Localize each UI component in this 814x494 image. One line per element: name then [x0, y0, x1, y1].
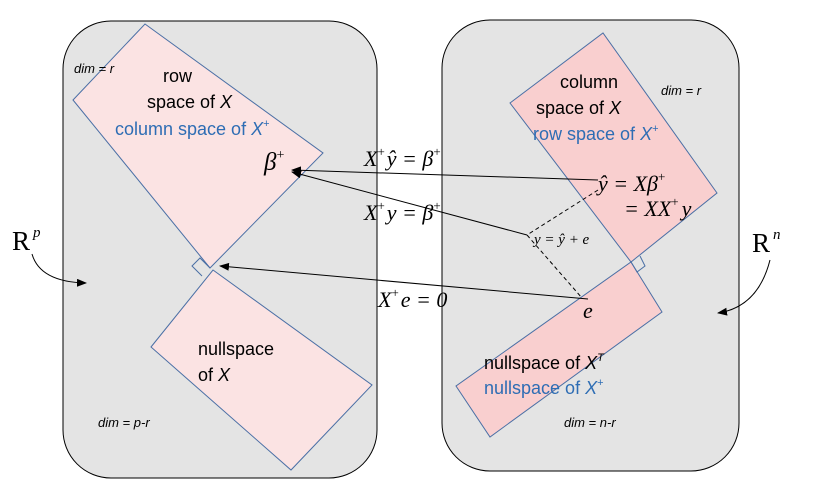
- right-space-pointer-arrow: [717, 259, 771, 316]
- left-right-angle-marker: [191, 257, 211, 277]
- column-space-region: [509, 32, 718, 263]
- left-dim-row-label: dim = r: [74, 61, 115, 76]
- arrow-yhat-to-beta: [291, 166, 599, 181]
- row-space-of-xplus-label: row space of X+: [533, 123, 659, 144]
- left-nullspace-label-line2: of X: [198, 365, 231, 385]
- right-right-angle-marker: [630, 255, 646, 273]
- mapping-xplus-yhat-eq: X+ŷ = β+: [363, 144, 441, 171]
- column-space-of-xplus-label: column space of X+: [115, 118, 270, 139]
- beta-plus-label: β+: [263, 148, 284, 176]
- column-space-label-line2: space of X: [536, 98, 622, 118]
- right-dim-null-label: dim = n-r: [564, 415, 616, 430]
- nullspace-of-xplus-label: nullspace of X+: [484, 377, 604, 398]
- dashed-yhat-to-y: [526, 189, 599, 236]
- nullspace-of-xt-label: nullspace of XT: [484, 352, 605, 373]
- right-dim-col-label: dim = r: [661, 83, 702, 98]
- y-decomposition-label: y = ŷ + e: [532, 232, 590, 248]
- right-nullspace-region: [455, 261, 663, 438]
- mapping-xplus-e-eq: X+e = 0: [377, 285, 447, 312]
- e-point-label: e: [583, 298, 593, 323]
- yhat-equation-line1: ŷ = Xβ+: [596, 169, 665, 196]
- row-space-label-line2: space of X: [147, 92, 233, 112]
- arrow-e-to-zero: [219, 262, 589, 300]
- row-space-region: [72, 23, 324, 269]
- mapping-xplus-y-eq: X+y = β+: [363, 198, 441, 225]
- left-nullspace-region: [150, 269, 373, 471]
- left-space-pointer-arrow: [31, 253, 87, 287]
- left-dim-null-label: dim = p-r: [98, 415, 150, 430]
- arrow-y-to-beta: [291, 170, 528, 236]
- row-space-label-line1: row: [163, 66, 193, 86]
- left-nullspace-label-line1: nullspace: [198, 339, 274, 359]
- yhat-equation-line2: = XX+y: [624, 194, 692, 221]
- column-space-label-line1: column: [560, 72, 618, 92]
